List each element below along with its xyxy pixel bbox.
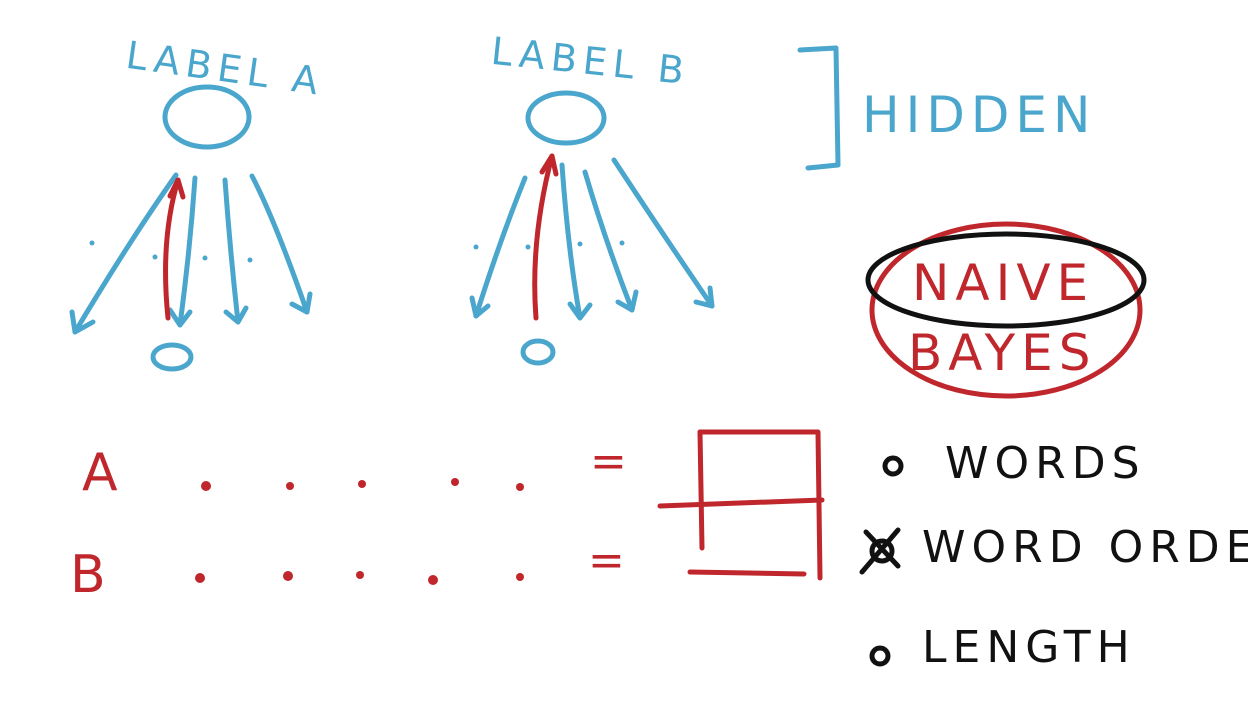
label-a-node (162, 84, 252, 150)
token-dot (451, 478, 459, 486)
bracket (797, 45, 841, 171)
edge-a-1-arrowhead (69, 309, 96, 335)
feature-list: WORDS WORD ORDER LENGTH (859, 438, 1248, 673)
dot (525, 244, 531, 250)
dot (152, 254, 158, 260)
label-a-text: LABEL A (123, 33, 327, 104)
feature-words: WORDS (945, 438, 1146, 489)
dot (619, 240, 625, 246)
edge-b-1 (473, 175, 528, 319)
feature-length: LENGTH (922, 622, 1136, 673)
edge-b-4-arrowhead (693, 285, 715, 309)
edge-a-3 (222, 177, 241, 325)
row-a-label: A (82, 443, 124, 503)
token-dot (283, 571, 293, 581)
edge-a-3-arrowhead (223, 305, 249, 325)
dot (89, 240, 95, 246)
dot (473, 244, 479, 250)
token-dot (286, 482, 294, 490)
hidden-text: HIDDEN (862, 86, 1096, 144)
hidden-annotation: HIDDEN (797, 45, 1096, 171)
box-outline (697, 429, 823, 581)
bullet-length (869, 645, 891, 667)
edge-b-1-arrowhead (469, 295, 491, 319)
naive-outline (865, 231, 1147, 329)
edge-b-3-arrowhead (615, 289, 639, 313)
bullet-words (882, 455, 904, 477)
edge-a-1 (72, 172, 179, 335)
edge-a-4-arrowhead (289, 291, 313, 315)
row-a-equals: = (590, 436, 633, 487)
edge-b-2-arrowhead (567, 301, 593, 321)
edge-a-2 (177, 175, 198, 328)
naive-bayes-annotation: NAIVE BAYES (865, 221, 1147, 399)
bullet-word-order (869, 538, 895, 564)
red-arrow-b-head (539, 153, 559, 177)
naive-text: NAIVE (912, 254, 1094, 312)
sequence-rows: A = B = (70, 436, 633, 605)
label-b-cluster: LABEL B (469, 29, 715, 366)
token-dot (358, 480, 366, 488)
result-boxes (657, 429, 825, 581)
red-arrow-a (163, 177, 181, 321)
edge-b-4 (611, 157, 715, 309)
token-dot (516, 483, 524, 491)
observation-a (150, 342, 194, 372)
bayes-text: BAYES (908, 324, 1097, 382)
dot (247, 257, 253, 263)
edge-b-2 (559, 162, 583, 321)
row-b-equals: = (588, 535, 631, 586)
bayes-outline (869, 221, 1143, 399)
edge-a-2-arrowhead (167, 307, 193, 328)
dot (577, 241, 583, 247)
label-b-node (525, 90, 607, 146)
token-dot (201, 481, 211, 491)
label-a-cluster: LABEL A (69, 33, 327, 372)
box-left (697, 429, 705, 551)
token-dot (195, 573, 205, 583)
red-arrow-a-head (167, 177, 186, 200)
box-bottom (687, 569, 807, 577)
label-b-text: LABEL B (489, 29, 692, 94)
edge-a-4 (249, 173, 310, 315)
cross-mark-icon (859, 527, 901, 575)
dot (202, 255, 208, 261)
token-dot (356, 571, 364, 579)
box-divider (657, 497, 825, 509)
token-dot (516, 573, 524, 581)
observation-b (520, 338, 556, 366)
row-b-label: B (70, 545, 112, 605)
red-arrow-b (532, 153, 555, 321)
feature-word-order: WORD ORDER (922, 522, 1248, 573)
edge-b-3 (582, 169, 635, 313)
token-dot (428, 575, 438, 585)
